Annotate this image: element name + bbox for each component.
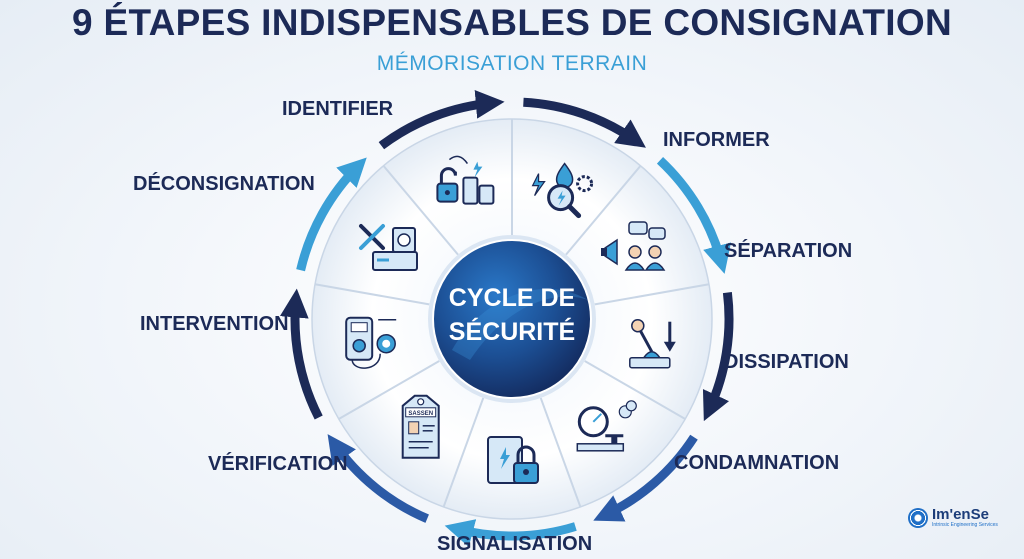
cycle-arrow <box>378 89 505 150</box>
logo-tagline: Intrinsic Engineering Services <box>932 522 998 528</box>
warning-tag-icon: SASSEN <box>401 394 440 459</box>
identify-hazards-icon <box>531 162 594 219</box>
segment-divider <box>338 360 440 420</box>
tag-text: SASSEN <box>408 411 433 417</box>
cycle-arrows <box>279 89 734 547</box>
segment-dividers <box>314 119 710 508</box>
center-title-line2: SÉCURITÉ <box>449 317 575 346</box>
multimeter-icon <box>345 316 397 369</box>
segment-divider <box>382 165 459 256</box>
step-label-separation: SÉPARATION <box>724 240 853 262</box>
cycle-arrow <box>296 157 367 272</box>
segment-divider <box>442 397 485 508</box>
tools-machine-icon <box>359 224 418 271</box>
cycle-arrow <box>279 288 323 420</box>
step-label-verification: VÉRIFICATION <box>208 453 348 475</box>
logo-name: Im'enSe <box>932 506 989 523</box>
cycle-arrow <box>656 157 732 274</box>
step-label-intervention: INTERVENTION <box>140 313 289 335</box>
step-label-informer: INFORMER <box>663 129 770 151</box>
logo-icon <box>908 507 928 528</box>
cycle-arrow <box>593 434 698 522</box>
padlock-cabinet-icon <box>487 436 539 484</box>
cycle-arrow <box>327 434 429 523</box>
center-title-line1: CYCLE DE <box>449 284 575 312</box>
step-label-signalisation: SIGNALISATION <box>437 533 593 555</box>
segment-divider <box>584 360 686 420</box>
segment-divider <box>594 283 710 306</box>
cycle-arrow <box>523 97 646 148</box>
pressure-gauge-valve-icon <box>576 400 637 452</box>
cycle-arrow <box>702 292 734 422</box>
company-logo: Im'enSe Intrinsic Engineering Services <box>908 507 998 528</box>
lever-switch-icon <box>629 318 676 369</box>
step-label-identifier: IDENTIFIER <box>282 98 394 120</box>
page-subtitle: MÉMORISATION TERRAIN <box>376 52 648 75</box>
segment-divider <box>565 165 642 256</box>
segment-divider <box>314 283 430 306</box>
step-label-deconsignation: DÉCONSIGNATION <box>133 173 315 195</box>
step-label-condamnation: CONDAMNATION <box>674 452 840 474</box>
unlock-equipment-icon <box>436 155 495 205</box>
inform-team-icon <box>601 221 666 271</box>
page-title: 9 ÉTAPES INDISPENSABLES DE CONSIGNATION <box>72 2 952 43</box>
center-hub-swoosh <box>452 288 588 360</box>
segment-divider <box>539 397 582 508</box>
step-label-dissipation: DISSIPATION <box>724 351 849 373</box>
step-icons: SASSEN <box>345 155 676 484</box>
center-hub <box>432 239 592 399</box>
cycle-arrow <box>444 519 577 547</box>
